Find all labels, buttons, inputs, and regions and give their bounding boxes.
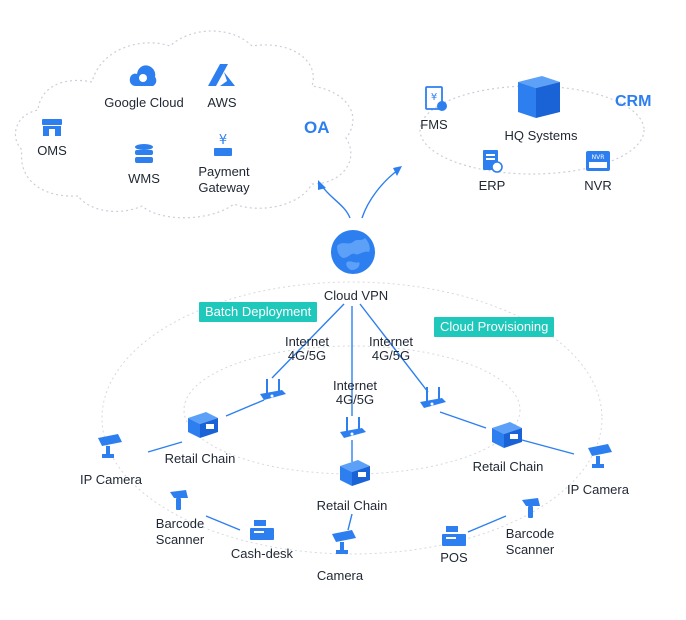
cash-desk-label: Cash-desk bbox=[230, 546, 294, 561]
fms-label: FMS bbox=[420, 117, 448, 132]
svg-text:¥: ¥ bbox=[431, 92, 437, 103]
pos-label: POS bbox=[440, 550, 468, 565]
router-icon bbox=[260, 379, 286, 400]
aws-icon bbox=[208, 64, 235, 86]
link-mid-4g5g: 4G/5G bbox=[335, 392, 375, 407]
payment-label-line-2: Gateway bbox=[198, 180, 250, 195]
link-right-internet: Internet bbox=[368, 334, 414, 349]
retail-icon bbox=[340, 460, 370, 486]
cash-register-icon bbox=[442, 526, 466, 546]
erp-icon bbox=[483, 150, 503, 173]
svg-text:NVR: NVR bbox=[592, 154, 605, 161]
barcode-scanner-icon bbox=[522, 498, 540, 518]
store-icon bbox=[42, 119, 62, 136]
aws-label: AWS bbox=[207, 95, 237, 110]
arrow-to-cloud bbox=[321, 185, 351, 219]
oa-group-label: OA bbox=[304, 118, 330, 137]
arrow-to-hq bbox=[361, 169, 399, 219]
nvr-label: NVR bbox=[584, 178, 612, 193]
retail-icon bbox=[492, 422, 522, 448]
cash-register-icon bbox=[250, 520, 274, 540]
payment-icon: ¥ bbox=[214, 133, 232, 156]
retail-left-label: Retail Chain bbox=[164, 451, 236, 466]
globe-icon bbox=[331, 230, 375, 274]
router-icon bbox=[340, 417, 366, 438]
barcode-right-line-2: Scanner bbox=[505, 542, 555, 557]
ip-camera-left-label: IP Camera bbox=[80, 472, 142, 487]
nvr-icon: NVR bbox=[586, 151, 610, 171]
server-icon bbox=[518, 76, 560, 118]
cloud-provisioning-tag: Cloud Provisioning bbox=[434, 317, 555, 337]
fms-icon: ¥ bbox=[425, 86, 447, 111]
hq-systems-label: HQ Systems bbox=[504, 128, 578, 143]
ip-camera-icon bbox=[98, 434, 122, 458]
wms-label: WMS bbox=[128, 171, 160, 186]
cloud-vpn-label: Cloud VPN bbox=[323, 288, 389, 303]
outer-orbit bbox=[101, 281, 603, 555]
camera-label: Camera bbox=[316, 568, 364, 583]
payment-label-line-1: Payment bbox=[198, 164, 250, 179]
barcode-left-line-2: Scanner bbox=[155, 532, 205, 547]
database-icon bbox=[135, 144, 153, 163]
barcode-left-line-1: Barcode bbox=[155, 516, 205, 531]
erp-label: ERP bbox=[478, 178, 506, 193]
link-mid-internet: Internet bbox=[332, 378, 378, 393]
batch-deployment-tag: Batch Deployment bbox=[199, 302, 318, 322]
retail-icon bbox=[188, 412, 218, 438]
link-right-4g5g: 4G/5G bbox=[371, 348, 411, 363]
ip-camera-icon bbox=[588, 444, 612, 468]
camera-icon bbox=[332, 530, 356, 554]
svg-text:¥: ¥ bbox=[219, 133, 227, 148]
crm-group-label: CRM bbox=[615, 93, 652, 110]
link-left-internet: Internet bbox=[284, 334, 330, 349]
ip-camera-right-label: IP Camera bbox=[567, 482, 629, 497]
barcode-right-line-1: Barcode bbox=[505, 526, 555, 541]
link-left-4g5g: 4G/5G bbox=[287, 348, 327, 363]
oa-cloud-outline bbox=[14, 30, 354, 219]
google-cloud-icon bbox=[129, 65, 157, 86]
retail-right-label: Retail Chain bbox=[472, 459, 544, 474]
retail-center-label: Retail Chain bbox=[316, 498, 388, 513]
oms-label: OMS bbox=[37, 143, 67, 158]
hq-orbit bbox=[419, 85, 645, 175]
google-cloud-label: Google Cloud bbox=[104, 95, 184, 110]
barcode-scanner-icon bbox=[170, 490, 188, 510]
router-icon bbox=[420, 387, 446, 408]
